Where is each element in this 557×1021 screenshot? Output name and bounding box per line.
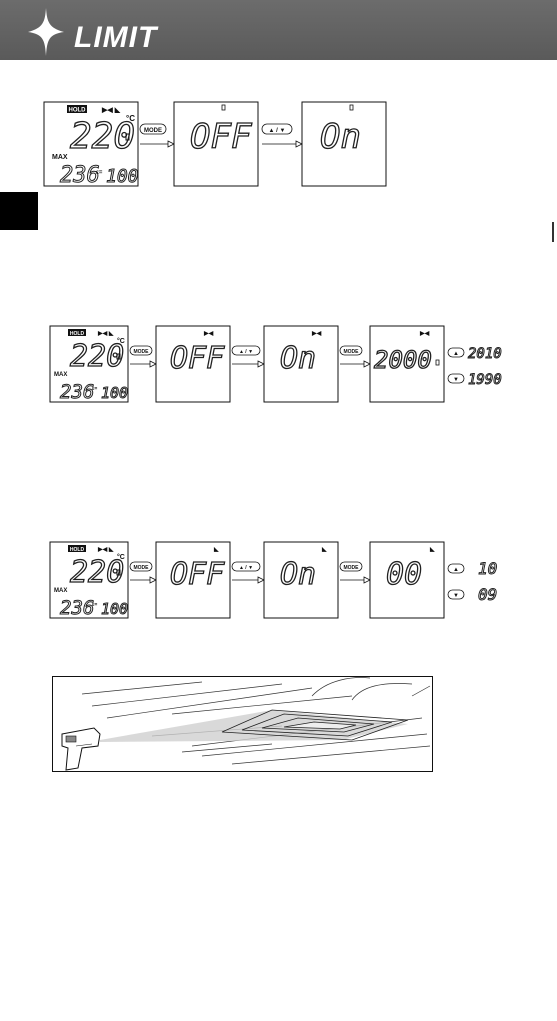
lcd-main-display: HOLD ▶◀ ◣ 220 °C MAX 236 ε= 100 [44, 102, 139, 188]
thermometer-measuring-illustration [52, 676, 433, 772]
updown-button-label: ▲ / ▼ [239, 565, 253, 571]
max-label: MAX [54, 588, 67, 594]
updown-arrow: ▲ / ▼ [232, 346, 264, 367]
down-result: ▼ 1990 [448, 372, 502, 388]
lcd-screen-value: ◣ 00 [370, 542, 444, 618]
up-result-value: 10 [478, 559, 497, 578]
unit-label: °C [117, 553, 125, 561]
down-result-value: 1990 [468, 372, 502, 388]
mode-button-label: MODE [344, 349, 360, 355]
emissivity-value: 100 [101, 600, 128, 618]
updown-arrow: ▲ / ▼ [262, 124, 302, 147]
header-bar: LIMIT [0, 0, 557, 60]
unit-label: °C [126, 114, 135, 123]
emissivity-value: 100 [106, 166, 139, 187]
hold-badge: HOLD [70, 547, 85, 553]
brand-name: LIMIT [74, 21, 159, 54]
section-tab [0, 192, 38, 230]
mode-arrow-1: MODE [130, 346, 156, 367]
beep-laser-icons: ▶◀ ◣ [101, 107, 121, 114]
beep-laser-icons: ▶◀ ◣ [97, 546, 114, 553]
mode-button-label: MODE [144, 128, 162, 134]
screen-on-text: On [280, 341, 316, 376]
updown-button-label: ▲ / ▼ [239, 349, 253, 355]
screen-on-text: On [320, 117, 361, 157]
emissivity-icon: ε= [92, 386, 97, 392]
lcd-main-display: HOLD ▶◀ ◣ 220 °C MAX 236 ε= 100 [50, 326, 128, 403]
lcd-screen-value: ▶◀ 2000 [370, 326, 444, 402]
down-button-label: ▼ [453, 377, 459, 383]
screen-value-text: 00 [386, 557, 422, 592]
mode-button-label: MODE [134, 349, 150, 355]
beep-laser-icons: ▶◀ ◣ [97, 330, 114, 337]
updown-arrow: ▲ / ▼ [232, 562, 264, 583]
mode-button-label: MODE [134, 565, 150, 571]
mode-arrow: MODE [140, 124, 174, 147]
lcd-screen-on: On [302, 102, 386, 186]
up-result: ▲ 2010 [448, 346, 502, 362]
up-result: ▲ 10 [448, 559, 497, 578]
down-result: ▼ 09 [448, 585, 497, 604]
mode-arrow-1: MODE [130, 562, 156, 583]
mode-arrow-2: MODE [340, 562, 370, 583]
emissivity-icon: ε= [96, 170, 103, 176]
max-label: MAX [54, 372, 67, 378]
updown-button-label: ▲ / ▼ [269, 128, 286, 134]
mode-arrow-2: MODE [340, 346, 370, 367]
unit-label: °C [117, 337, 125, 345]
screen-off-text: OFF [170, 341, 225, 376]
emissivity-value: 100 [101, 384, 128, 402]
laser-icon: ◣ [429, 546, 435, 553]
max-reading: 236 [60, 597, 94, 619]
beep-icon: ▶◀ [311, 330, 322, 337]
brand-logo: LIMIT [26, 6, 206, 58]
beep-icon: ▶◀ [419, 330, 430, 337]
diagram-row-2: HOLD ▶◀ ◣ 220 °C MAX 236 ε= 100 MODE ▶◀ … [46, 320, 516, 406]
lcd-screen-off: ◣ OFF [156, 542, 230, 618]
lcd-screen-off: OFF [174, 102, 258, 186]
max-reading: 236 [60, 163, 100, 188]
hold-badge: HOLD [69, 108, 87, 114]
down-button-label: ▼ [453, 593, 459, 599]
hold-badge: HOLD [70, 331, 85, 337]
max-reading: 236 [60, 381, 94, 403]
cross-star-icon [28, 8, 64, 56]
lcd-screen-off: ▶◀ OFF [156, 326, 230, 402]
lcd-screen-on: ◣ On [264, 542, 338, 618]
laser-icon: ◣ [213, 546, 219, 553]
down-result-value: 09 [478, 585, 497, 604]
mode-button-label: MODE [344, 565, 360, 571]
up-button-label: ▲ [453, 567, 459, 573]
screen-value-text: 2000 [374, 346, 432, 374]
lcd-main-display: HOLD ▶◀ ◣ 220 °C MAX 236 ε= 100 [50, 542, 128, 619]
edge-mark [552, 222, 554, 242]
laser-icon: ◣ [321, 546, 327, 553]
emissivity-icon: ε= [92, 602, 97, 608]
beep-icon: ▶◀ [203, 330, 214, 337]
lcd-screen-on: ▶◀ On [264, 326, 338, 402]
screen-on-text: On [280, 557, 316, 592]
up-result-value: 2010 [468, 346, 502, 362]
up-button-label: ▲ [453, 351, 459, 357]
diagram-row-1: HOLD ▶◀ ◣ 220 °C MAX 236 ε= 100 MODE OFF… [40, 96, 390, 192]
screen-off-text: OFF [190, 117, 252, 157]
diagram-row-3: HOLD ▶◀ ◣ 220 °C MAX 236 ε= 100 MODE ◣ O… [46, 536, 516, 622]
screen-off-text: OFF [170, 557, 225, 592]
max-label: MAX [52, 154, 68, 161]
